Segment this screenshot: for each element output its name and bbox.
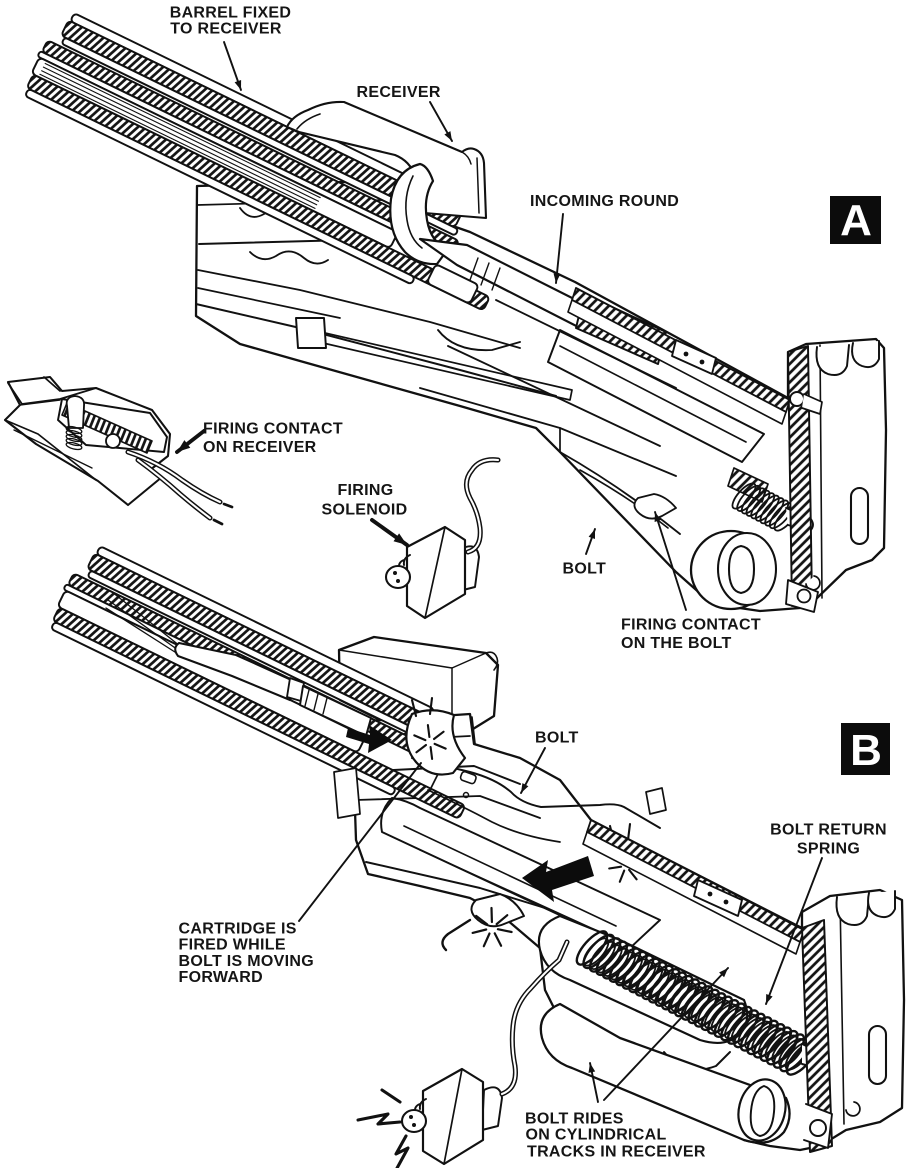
svg-text:ON CYLINDRICAL: ON CYLINDRICAL [526, 1126, 667, 1143]
svg-text:FIRING CONTACT: FIRING CONTACT [203, 421, 343, 438]
svg-text:RECEIVER: RECEIVER [357, 84, 441, 101]
svg-text:FIRING: FIRING [337, 482, 393, 499]
svg-text:BOLT: BOLT [563, 561, 607, 578]
svg-text:BOLT IS MOVING: BOLT IS MOVING [179, 953, 314, 970]
svg-text:SOLENOID: SOLENOID [322, 502, 408, 519]
svg-text:BOLT RETURN: BOLT RETURN [770, 822, 887, 839]
svg-text:CARTRIDGE IS: CARTRIDGE IS [179, 921, 297, 938]
svg-text:ON THE BOLT: ON THE BOLT [621, 635, 732, 652]
svg-text:BARREL FIXED: BARREL FIXED [170, 5, 292, 22]
svg-text:INCOMING ROUND: INCOMING ROUND [530, 193, 679, 210]
svg-text:FORWARD: FORWARD [179, 969, 263, 986]
svg-text:SPRING: SPRING [797, 841, 860, 858]
svg-text:TRACKS IN RECEIVER: TRACKS IN RECEIVER [527, 1144, 706, 1161]
svg-text:TO RECEIVER: TO RECEIVER [170, 21, 282, 38]
svg-text:B: B [850, 726, 882, 775]
svg-text:FIRED WHILE: FIRED WHILE [179, 937, 286, 954]
svg-text:FIRING CONTACT: FIRING CONTACT [621, 617, 761, 634]
svg-text:BOLT RIDES: BOLT RIDES [525, 1110, 624, 1127]
svg-text:ON RECEIVER: ON RECEIVER [203, 439, 317, 456]
svg-text:A: A [840, 196, 872, 245]
svg-text:BOLT: BOLT [535, 730, 579, 747]
